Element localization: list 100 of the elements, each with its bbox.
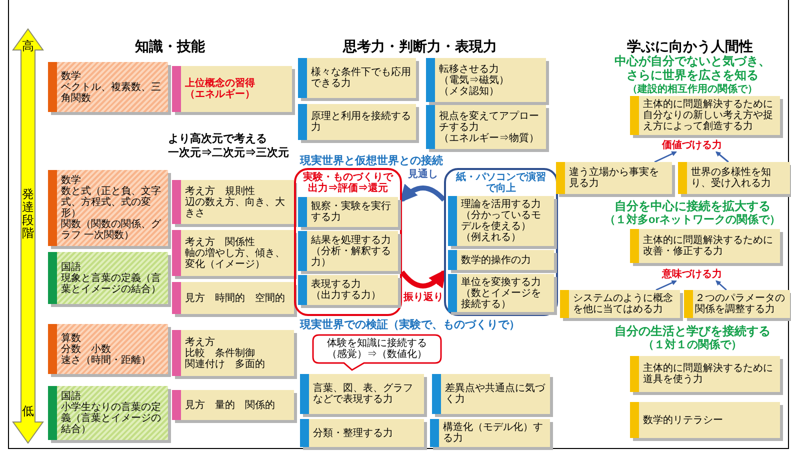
sticky-note (298, 197, 398, 227)
note-text: （分かっているモデルを使える） (461, 210, 542, 232)
sticky-note (298, 58, 416, 98)
column-heading: 学ぶに向かう人間性 (626, 40, 754, 53)
sticky-note (172, 66, 292, 112)
note-text: 数学 (61, 70, 82, 82)
curved-arrow (400, 184, 446, 203)
sticky-note (448, 274, 554, 312)
note-text: 比較 条件制御 (185, 348, 256, 358)
value-label: 意味づける力 (660, 268, 724, 281)
note-text: 上位概念の習得 (185, 78, 256, 89)
sticky-note (426, 105, 546, 149)
note-text: 速さ（時間・距離） (61, 354, 152, 366)
note-label: 自分を中心に接続を拡大する (614, 200, 772, 213)
note-text: （エネルギー⇒物質） (439, 132, 540, 144)
arrow (656, 280, 677, 291)
note-text: 見方 時間的 空間的 (185, 292, 286, 304)
note-text: 辺の数え方、向き、大きさ (185, 196, 286, 218)
note-text: 算数 (61, 332, 82, 344)
sticky-note (300, 419, 424, 447)
sticky-note (298, 104, 416, 140)
note-text: 国語 (61, 262, 82, 272)
sticky-note (448, 250, 554, 270)
note-text: 表現する力 (311, 279, 362, 290)
note-text: 数学的リテラシー (643, 414, 724, 426)
rounded-frame (444, 168, 558, 316)
sticky-note (430, 419, 550, 447)
note-text: 主体的に問題解決するために自分なりの新しい考え方や捉え方によって創造する力 (643, 99, 774, 132)
sticky-note (560, 290, 680, 318)
sticky-note (448, 196, 554, 246)
scale-label: 低 (21, 405, 35, 418)
note-label: 一次元⇒二次元⇒三次元 (168, 147, 290, 160)
note-text: 数学 (61, 175, 81, 186)
note-label: さらに世界を広さを知る (626, 69, 760, 82)
bubble-text: （感覚）⇒（数値化） (327, 348, 427, 360)
note-text: 分類・整理する力 (313, 428, 394, 438)
note-text: 違う立場から事実を見る力 (569, 167, 660, 189)
note-text: 小学生なりの言葉の定義（言葉とイメージの結合） (61, 402, 162, 435)
note-label: より高次元で考える (168, 133, 268, 146)
note-label: （１対１の関係で） (642, 339, 743, 352)
sticky-note (172, 230, 294, 276)
note-text: 考え方 関係性 (185, 236, 256, 248)
sticky-note (678, 162, 790, 194)
note-text: 考え方 (185, 336, 216, 348)
sticky-note (684, 290, 790, 318)
note-text: 構造化（モデル化）する力 (443, 422, 544, 444)
note-text: 単位を変換する力 (461, 276, 542, 288)
note-text: 視点を変えてアプローチする力 (439, 110, 540, 132)
note-text: 結果を処理する力 (311, 234, 392, 246)
note-text: 原理と利用を接続する力 (311, 111, 412, 133)
note-label: 自分の生活と学びを接続する (614, 325, 772, 338)
curved-arrow (400, 269, 446, 288)
note-text: （分析・解釈する力） (311, 246, 392, 268)
note-text: 軸の増やし方、傾き、変化（イメージ） (185, 248, 286, 270)
value-label: 価値づける力 (660, 139, 724, 152)
column-heading: 思考力・判断力・表現力 (342, 40, 498, 53)
note-text: 考え方 規則性 (185, 186, 256, 196)
note-text: 主体的に問題解決するために道具を使う力 (643, 363, 774, 385)
note-text: 言葉、図、表、グラフなどで表現する力 (313, 383, 414, 405)
note-text: （メタ認知） (439, 86, 500, 96)
sticky-note (630, 229, 780, 263)
note-text: 理論を活用する力 (461, 199, 542, 210)
note-label: 現実世界での検証（実験で、ものづくりで） (300, 319, 521, 332)
arrow (654, 151, 677, 163)
column-heading: 知識・技能 (134, 40, 206, 53)
sticky-note (48, 324, 168, 374)
note-label: 現実世界と仮想世界との接続 (300, 155, 444, 168)
note-text: 数と式（正と負、文字式、方程式、式の変形） (61, 186, 162, 219)
scale-label: 高 (21, 40, 35, 53)
note-text: 様々な条件下でも応用できる力 (311, 67, 412, 89)
sticky-note (48, 62, 168, 112)
note-text: 現象と言葉の定義（言葉とイメージの結合） (61, 272, 162, 294)
note-text: 世界の多様性を知り、受け入れる力 (691, 167, 772, 189)
rounded-frame (294, 168, 402, 316)
sticky-note (298, 275, 398, 305)
arrow (716, 151, 729, 163)
note-text: ２つのパラメータの関係を調整する力 (695, 293, 786, 315)
note-text: （例えれる） (461, 232, 522, 243)
frame-heading: 紙・パソコンで演習で向上 (454, 172, 547, 194)
note-text: 観察・実験を実行する力 (311, 201, 392, 223)
note-text: （エネルギー） (185, 89, 256, 100)
note-text: （電気⇒磁気） (439, 74, 510, 86)
scale-label: 発達段階 (22, 188, 34, 240)
note-text: （出力する力） (311, 290, 382, 301)
bubble-text: 体験を知識に接続する (327, 338, 427, 348)
arrow (716, 280, 727, 291)
sticky-note (432, 374, 550, 414)
note-text: （数とイメージを接続する） (461, 288, 542, 310)
sticky-note (172, 180, 294, 224)
note-label: （１対多orネットワークの関係で） (604, 214, 782, 227)
note-text: 差異点や共通点に気づく力 (445, 383, 546, 405)
edge-label: 振り返り (403, 292, 444, 304)
note-text: システムのように概念を他に当てはめる力 (573, 293, 674, 315)
sticky-note (630, 356, 780, 392)
note-text: ベクトル、複素数、三角関数 (61, 82, 162, 104)
sticky-note (298, 231, 398, 271)
sticky-note (48, 252, 168, 304)
note-text: 関連付け 多面的 (185, 358, 266, 370)
sticky-note (48, 170, 168, 246)
sticky-note (172, 282, 294, 314)
